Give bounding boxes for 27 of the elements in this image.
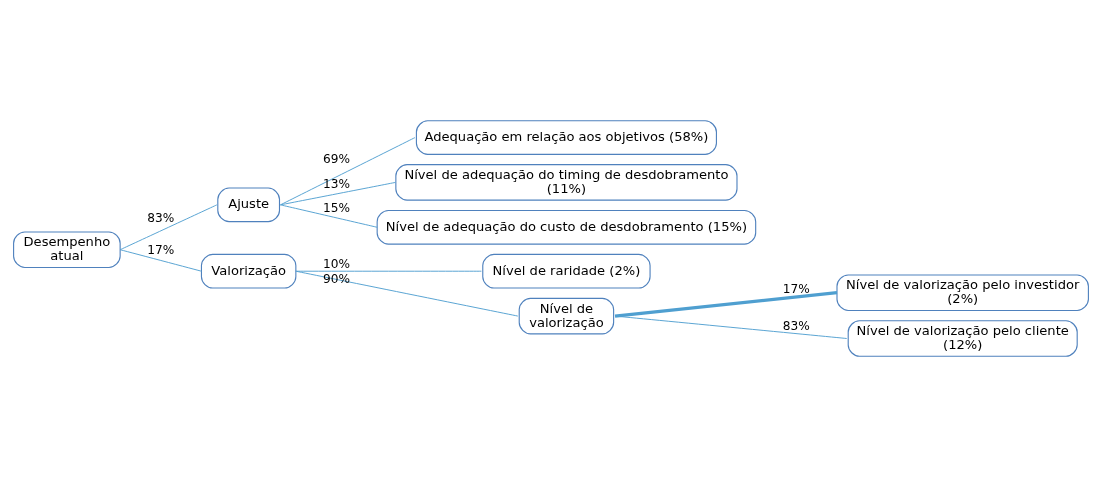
edge-label: 17% bbox=[147, 242, 175, 257]
edge-label: 17% bbox=[782, 282, 810, 297]
edge-label: 10% bbox=[323, 256, 351, 271]
edge-label: 83% bbox=[147, 211, 175, 226]
node-box: Adequação em relação aos objetivos (58%) bbox=[415, 120, 717, 155]
edge-label: 90% bbox=[323, 271, 351, 286]
connector bbox=[614, 291, 838, 318]
node-box: Valorização bbox=[200, 253, 297, 289]
edge-label: 69% bbox=[323, 152, 351, 167]
connector bbox=[614, 315, 848, 339]
edge-label: 83% bbox=[782, 318, 810, 333]
connector bbox=[279, 204, 378, 228]
node-box: Nível de valorização pelo investidor (2%) bbox=[836, 274, 1089, 312]
edge-label: 15% bbox=[323, 200, 351, 215]
connector bbox=[279, 137, 416, 206]
node-box: Nível de valorização bbox=[518, 297, 615, 335]
connector bbox=[119, 249, 202, 272]
node-box: Desempenho atual bbox=[13, 231, 121, 269]
edge-label: 13% bbox=[323, 177, 351, 192]
node-box: Nível de raridade (2%) bbox=[482, 253, 651, 289]
node-box: Ajuste bbox=[217, 187, 281, 223]
node-box: Nível de adequação do timing de desdobramento (11%) bbox=[395, 164, 738, 201]
node-box: Nível de adequação do custo de desdobramento (15%) bbox=[376, 209, 757, 245]
node-box: Nível de valorização pelo cliente (12%) bbox=[847, 320, 1078, 357]
connector bbox=[279, 181, 396, 206]
connector bbox=[295, 270, 519, 317]
connector bbox=[119, 204, 218, 251]
